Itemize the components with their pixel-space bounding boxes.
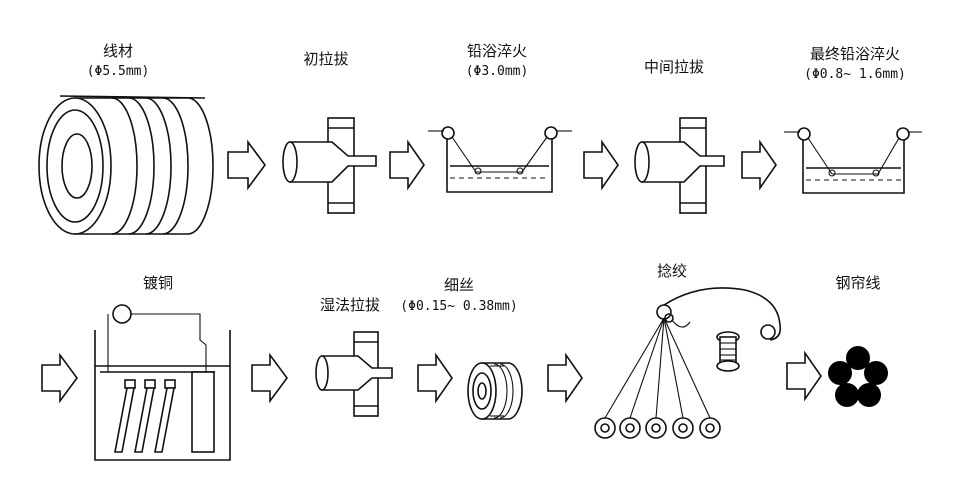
stranding-machine-illustration <box>594 287 782 439</box>
wire-rod-coil-illustration <box>38 95 214 235</box>
step-spec-lead-quench: (Φ3.0mm) <box>465 64 529 79</box>
intermediate-drawing-die-illustration <box>634 117 725 214</box>
flow-arrows <box>41 139 822 404</box>
flow-arrow-1 <box>227 139 266 191</box>
take-up-spool <box>716 331 740 372</box>
flow-arrow-5 <box>41 352 78 404</box>
step-spec-wire-rod: (Φ5.5mm) <box>86 64 150 79</box>
lead-bath-illustration <box>428 126 572 193</box>
step-label-fine-wire: 细丝 <box>443 276 475 294</box>
flow-arrow-8 <box>547 352 583 404</box>
flow-arrow-2 <box>389 139 425 191</box>
copper-plating-illustration <box>94 304 231 461</box>
step-spec-final-lead-quench: (Φ0.8~ 1.6mm) <box>804 67 906 82</box>
rough-drawing-die-illustration <box>282 117 377 214</box>
step-label-lead-quench: 铅浴淬火 <box>466 42 528 60</box>
step-label-intermediate-drawing: 中间拉拔 <box>643 58 705 76</box>
flow-arrow-6 <box>251 352 288 404</box>
flow-arrow-7 <box>417 352 453 404</box>
step-label-final-lead-quench: 最终铅浴淬火 <box>809 45 901 63</box>
step-label-copper-plating: 镀铜 <box>142 274 174 292</box>
step-label-steel-cord: 钢帘线 <box>835 274 881 292</box>
steel-cord-cross-section <box>828 346 888 407</box>
flow-arrow-4 <box>741 139 777 191</box>
flow-arrow-3 <box>583 139 619 191</box>
step-label-stranding: 捻绞 <box>656 262 688 280</box>
step-label-rough-drawing: 初拉拔 <box>303 50 349 68</box>
step-label-wire-rod: 线材 <box>102 42 134 60</box>
wet-drawing-die-illustration <box>315 331 393 417</box>
step-spec-fine-wire: (Φ0.15~ 0.38mm) <box>400 299 518 314</box>
plating-electrodes <box>114 371 215 453</box>
step-label-wet-drawing: 湿法拉拔 <box>319 296 381 314</box>
bobbins-row <box>594 417 721 439</box>
fine-wire-spool-illustration <box>467 362 523 420</box>
final-lead-bath-illustration <box>784 127 922 194</box>
flow-arrow-9 <box>786 350 822 402</box>
